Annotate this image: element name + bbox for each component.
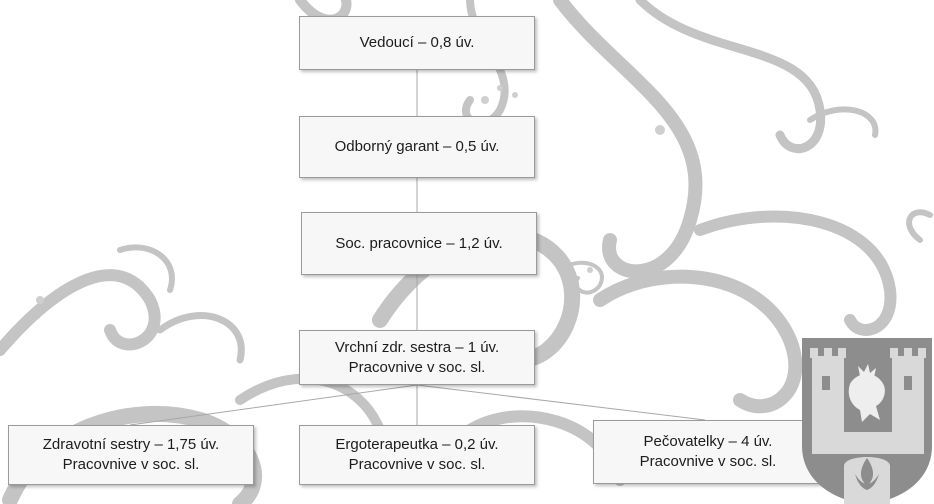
- node-vrchni-sestra-line-2: Pracovnive v soc. sl.: [348, 358, 486, 376]
- node-vrchni-sestra: Vrchní zdr. sestra – 1 úv. Pracovnive v …: [299, 330, 535, 385]
- node-pecovatelky: Pečovatelky – 4 úv. Pracovnive v soc. sl…: [593, 420, 823, 484]
- node-vedouci-line-1: Vedoucí – 0,8 úv.: [359, 34, 475, 51]
- node-zdravotni-sestry-line-1: Zdravotní sestry – 1,75 úv.: [42, 436, 220, 453]
- node-pecovatelky-line-2: Pracovnive v soc. sl.: [639, 453, 777, 470]
- node-soc-pracovnice: Soc. pracovnice – 1,2 úv.: [301, 212, 537, 275]
- node-ergoterapeutka-line-2: Pracovnive v soc. sl.: [348, 456, 486, 473]
- node-odborny-garant-line-1: Odborný garant – 0,5 úv.: [334, 138, 500, 155]
- node-ergoterapeutka: Ergoterapeutka – 0,2 úv. Pracovnive v so…: [299, 425, 535, 485]
- node-odborny-garant: Odborný garant – 0,5 úv.: [299, 116, 535, 178]
- node-pecovatelky-line-1: Pečovatelky – 4 úv.: [643, 433, 773, 450]
- node-zdravotni-sestry: Zdravotní sestry – 1,75 úv. Pracovnive v…: [8, 425, 254, 485]
- coat-of-arms-emblem: [802, 338, 932, 504]
- node-zdravotni-sestry-line-2: Pracovnive v soc. sl.: [62, 456, 200, 473]
- node-ergoterapeutka-line-1: Ergoterapeutka – 0,2 úv.: [335, 436, 499, 453]
- node-vedouci: Vedoucí – 0,8 úv.: [299, 16, 535, 70]
- node-vrchni-sestra-line-1: Vrchní zdr. sestra – 1 úv.: [334, 338, 500, 356]
- node-soc-pracovnice-line-1: Soc. pracovnice – 1,2 úv.: [335, 234, 503, 252]
